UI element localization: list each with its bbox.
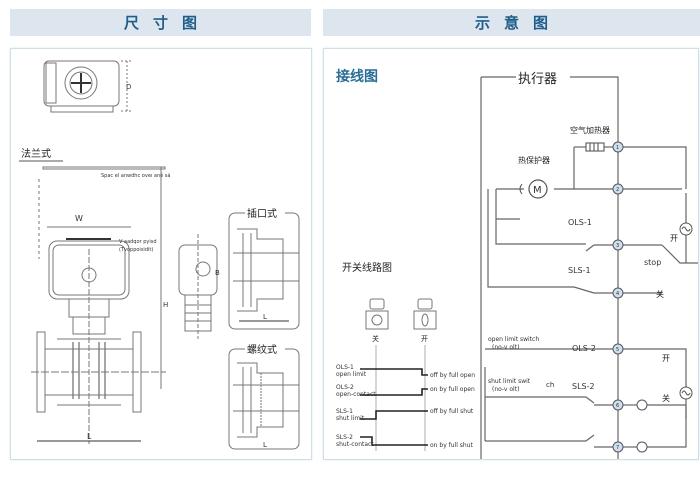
terminal-3-label: 3: [616, 243, 619, 249]
sls2-trace: [360, 436, 428, 446]
terminal-2: [612, 183, 624, 195]
timing-traces: [360, 368, 428, 446]
terminal-2-label: 2: [616, 187, 619, 193]
dim-l-label: L: [87, 432, 92, 441]
thermal-protector-label: 热保护器: [518, 155, 550, 165]
thread-type-label: 螺纹式: [247, 343, 277, 356]
clearance-note-line1: V aadqor pyisd: [119, 239, 157, 245]
open-limit-switch-line2: (no-v olt): [492, 344, 519, 351]
indicator-lamp-close: [636, 441, 648, 453]
schematic-title: 示意图: [474, 14, 562, 32]
terminal-4-label: 4: [616, 291, 619, 297]
timing-guide-lines: [375, 345, 426, 451]
terminal-block: [612, 141, 648, 453]
space-note: Spac el anwdhc oveı ané sá: [101, 172, 170, 179]
schematic-panel: 接线图: [323, 48, 699, 460]
ols2-row-desc: open-contact: [336, 391, 376, 398]
dim-d-label: D: [126, 83, 131, 91]
indicator-lamp-open: [636, 399, 648, 411]
terminal-5: [612, 343, 624, 355]
shut-limit-switch-line1: shut limit swit: [488, 378, 531, 385]
ols1-row-state: off by full open: [430, 372, 475, 379]
dimension-drawing-panel: D 法兰式 Spac el anwdhc oveı ané sá W V aad…: [10, 48, 312, 460]
dim-h-label: H: [163, 301, 168, 309]
terminal-4: [612, 287, 624, 299]
ols1-trace: [360, 368, 428, 376]
actuator-top-view: [43, 60, 131, 113]
actuator-label: 执行器: [518, 72, 557, 87]
terminal-1-label: 1: [616, 145, 619, 151]
motor-icon: [528, 179, 548, 199]
open-limit-switch-line1: open limit switch: [488, 336, 539, 343]
open-label: 开: [670, 234, 678, 243]
sls2-row-desc: shut-contact: [336, 441, 374, 448]
terminal-7-label: 7: [616, 445, 619, 451]
sls2-row-name: SLS-2: [336, 434, 353, 441]
ols2-label: OLS-2: [572, 344, 596, 353]
terminal-5-label: 5: [616, 347, 619, 353]
wiring-lines: [480, 76, 698, 459]
heater-label: 空气加热器: [570, 125, 610, 135]
ols1-row-desc: open limit: [336, 371, 367, 378]
terminal-1: [612, 141, 624, 153]
capacitor-icon: [519, 183, 523, 195]
sls2-label: SLS-2: [572, 382, 595, 391]
clearance-note-line2: (Tvoppoisidit): [119, 247, 153, 253]
ols1-row-name: OLS-1: [336, 364, 354, 371]
dimension-drawing-title: 尺寸图: [123, 14, 211, 32]
ols2-trace: [360, 388, 428, 396]
close-label: 关: [656, 289, 664, 299]
sls1-label: SLS-1: [568, 266, 591, 275]
dimension-drawing: D 法兰式 Spac el anwdhc oveı ané sá W V aad…: [19, 60, 300, 450]
open-state-label: 开: [421, 335, 428, 343]
thread-type-drawing: [228, 348, 300, 450]
ols2-row-state: on by full open: [430, 386, 475, 393]
sls1-row-state: off by full shut: [430, 408, 474, 415]
sls1-trace: [360, 410, 428, 420]
close2-label: 关: [662, 393, 670, 403]
dim-w-label: W: [75, 214, 83, 223]
wiring-diagram-title: 接线图: [336, 68, 378, 85]
socket-type-drawing: [228, 212, 300, 330]
dim-l-thread-label: L: [263, 441, 267, 449]
valve-state-icons: [365, 298, 437, 330]
terminal-7: [612, 441, 624, 453]
terminal-6: [612, 399, 624, 411]
switch-circuit-title: 开关线路图: [342, 261, 392, 274]
actuator-side-view: [178, 234, 218, 339]
dim-l-socket-label: L: [263, 313, 267, 321]
motor-label: M: [533, 185, 542, 196]
shut-limit-switch-line2: (no-v olt): [492, 386, 519, 393]
closed-state-label: 关: [372, 334, 379, 343]
common-label: ch: [546, 381, 554, 389]
sls1-row-desc: shut limit: [336, 415, 365, 422]
ols2-row-name: OLS-2: [336, 384, 354, 391]
dimension-drawing-header: 尺寸图: [10, 9, 311, 36]
socket-type-label: 插口式: [247, 207, 277, 220]
ols1-label: OLS-1: [568, 218, 592, 227]
flange-valve-front-view: [31, 166, 166, 444]
terminal-3: [612, 239, 624, 251]
terminal-6-label: 6: [616, 403, 619, 409]
flange-type-label: 法兰式: [21, 147, 51, 160]
sls1-row-name: SLS-1: [336, 408, 353, 415]
schematic-header: 示意图: [323, 9, 700, 36]
wiring-schematic: 接线图: [336, 68, 698, 459]
open2-label: 开: [662, 354, 670, 363]
dim-b-label: B: [215, 269, 220, 277]
stop-label: stop: [644, 258, 661, 267]
sls2-row-state: on by full shut: [430, 442, 474, 449]
